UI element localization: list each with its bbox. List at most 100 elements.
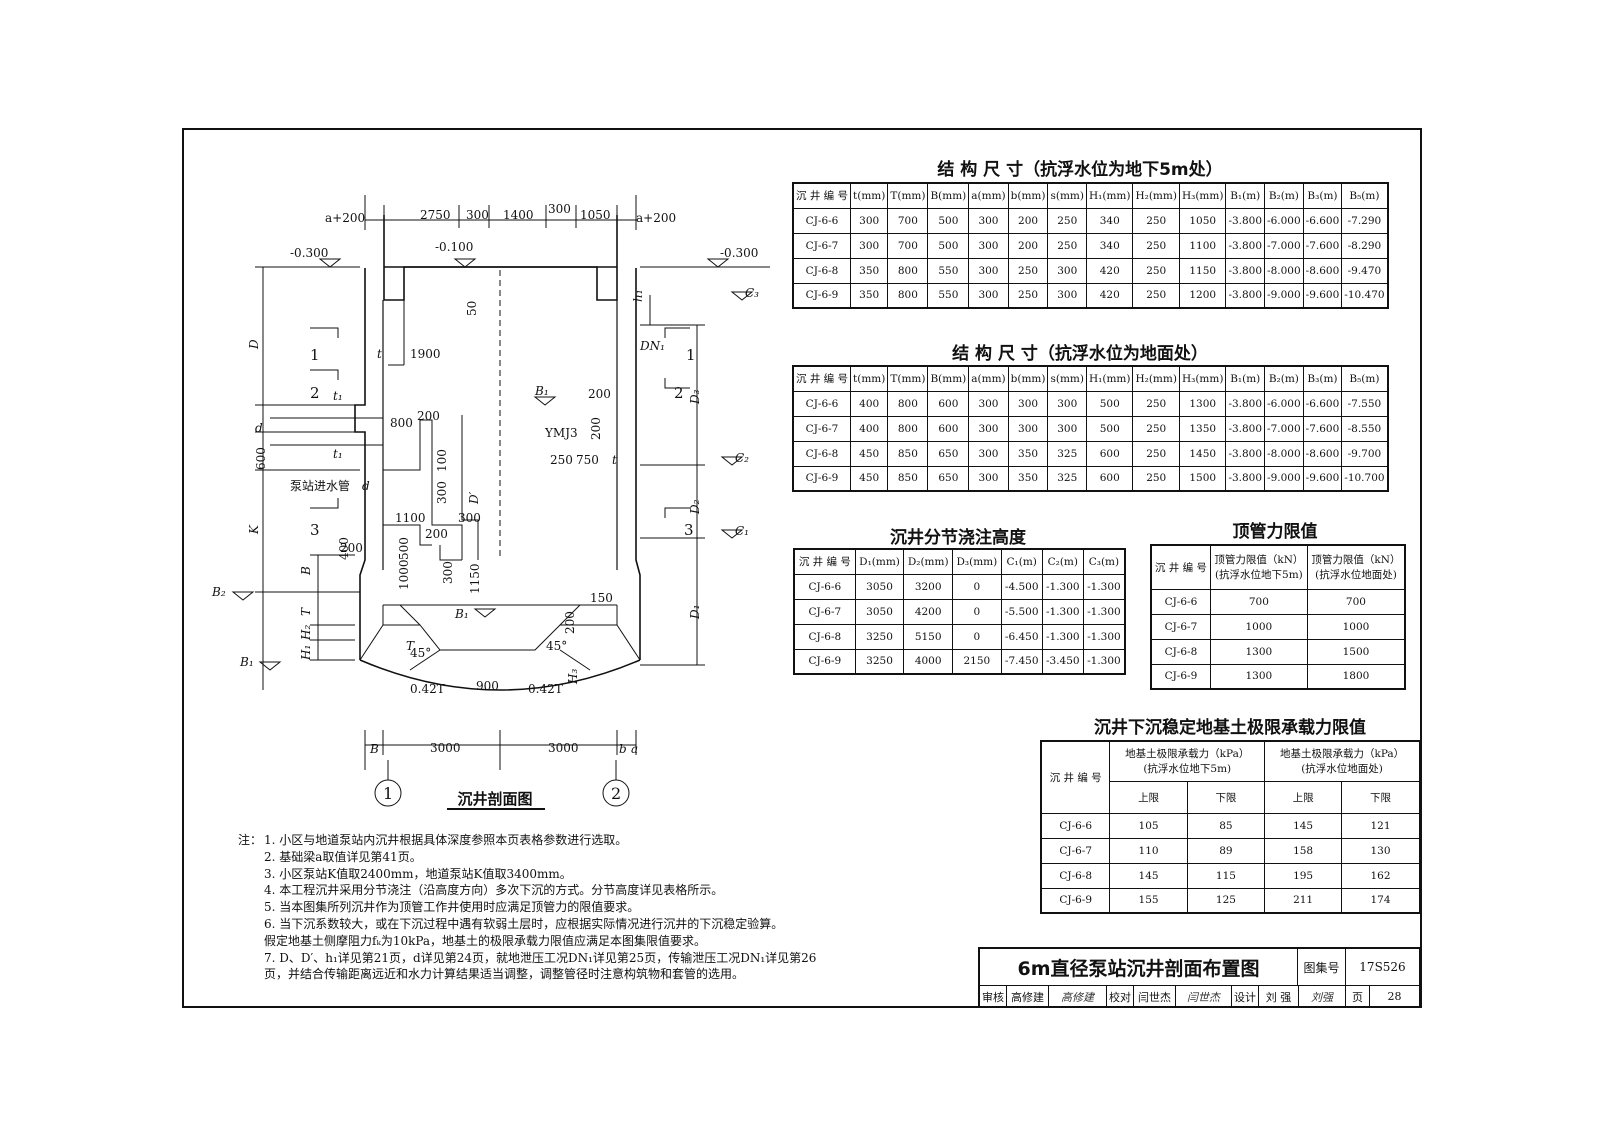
review-label: 审核	[980, 986, 1007, 1007]
table1-title: 结 构 尺 寸（抗浮水位为地下5m处）	[937, 160, 1223, 180]
table-cell: 3250	[854, 648, 905, 675]
table-cell: CJ-6-9	[1150, 663, 1211, 690]
table-cell: -3.800	[1225, 207, 1266, 234]
table-cell: -8.550	[1341, 415, 1389, 442]
level-left: -0.300	[290, 246, 328, 260]
inlet-label: 泵站进水管	[290, 478, 350, 493]
table-cell: 300	[968, 465, 1009, 492]
table-cell: -1.300	[1082, 648, 1126, 675]
table-cell: 145	[1264, 812, 1343, 839]
table-cell: CJ-6-9	[792, 282, 852, 309]
table-cell: CJ-6-9	[793, 648, 856, 675]
table-cell: 2150	[952, 648, 1002, 675]
t4-col-surface: 顶管力限值（kN）(抗浮水位地面处)	[1306, 544, 1406, 590]
note-item: 页，并结合传输距离远近和水力计算结果适当调整，调整管径时注意构筑物和套管的选用。	[264, 967, 745, 982]
table-cell: 85	[1186, 812, 1266, 839]
table-cell: 105	[1109, 812, 1188, 839]
table-cell: 300	[1007, 415, 1049, 442]
dim-200f: 200	[563, 611, 577, 634]
table-cell: 300	[1007, 390, 1049, 417]
table-header-cell: B₂(m)	[1264, 182, 1304, 209]
table-cell: 3200	[903, 573, 954, 600]
table-cell: 250	[1132, 415, 1180, 442]
sym-B-bottom: B	[369, 742, 379, 756]
table-cell: 700	[1209, 588, 1308, 615]
t4-col-id: 沉 井 编 号	[1150, 544, 1211, 590]
table-cell: 650	[927, 440, 970, 467]
sym-H2: H₂	[299, 625, 313, 641]
dim-200c: 200	[589, 417, 603, 440]
dim-600: 600	[254, 447, 268, 470]
table-cell: CJ-6-8	[1150, 638, 1211, 665]
table-cell: 145	[1109, 862, 1188, 889]
t5-group-surface: 地基土极限承载力（kPa）(抗浮水位地面处)	[1264, 740, 1421, 782]
table-cell: -9.000	[1264, 465, 1304, 492]
dim-1400: 1400	[503, 208, 534, 222]
table-cell: 550	[927, 282, 970, 309]
table-header-cell: B₁(m)	[1225, 182, 1266, 209]
table-cell: -4.500	[1000, 573, 1043, 600]
table-cell: -7.600	[1302, 415, 1343, 442]
dim-200b: 200	[588, 387, 611, 401]
table-cell: 850	[887, 465, 929, 492]
page-number: 28	[1370, 986, 1420, 1007]
table-cell: 1800	[1306, 663, 1406, 690]
table-header-cell: B₅(m)	[1341, 365, 1389, 392]
table4-title: 顶管力限值	[1232, 522, 1318, 542]
designer-name: 刘 强	[1259, 986, 1299, 1007]
table-cell: 4200	[903, 598, 954, 625]
table-cell: 300	[1047, 257, 1087, 284]
sym-d: d	[255, 421, 263, 435]
table-header-cell: B₁(m)	[1225, 365, 1266, 392]
dim-300b: 300	[548, 202, 571, 216]
table-cell: -9.000	[1264, 282, 1304, 309]
dim-300c: 300	[435, 481, 449, 504]
t5-sub: 下限	[1186, 780, 1266, 814]
design-label: 设计	[1232, 986, 1259, 1007]
sym-t2: t	[612, 453, 617, 467]
table-header-cell: a(mm)	[968, 365, 1009, 392]
cut-3-right: 3	[684, 521, 694, 539]
dim-500: 500	[397, 537, 411, 560]
table-cell: -7.290	[1341, 207, 1389, 234]
table-cell: -3.800	[1225, 232, 1266, 259]
dim-300d: 300	[458, 511, 481, 525]
table-header-cell: C₃(m)	[1082, 548, 1126, 575]
table-cell: 1450	[1178, 440, 1227, 467]
table-cell: 350	[1007, 465, 1049, 492]
table-cell: 300	[850, 207, 889, 234]
table-cell: CJ-6-6	[792, 390, 852, 417]
table-cell: 130	[1341, 837, 1421, 864]
sym-T2: T	[406, 639, 415, 653]
table-cell: 700	[887, 232, 929, 259]
table-cell: 850	[887, 440, 929, 467]
table-cell: 450	[850, 440, 889, 467]
table-cell: -9.600	[1302, 282, 1343, 309]
dim-900: 900	[476, 679, 499, 693]
notes-block: 注： 1. 小区与地道泵站内沉井根据具体深度参照本页表格参数进行选取。2. 基础…	[238, 832, 838, 983]
table-cell: -3.800	[1225, 257, 1266, 284]
sym-d2: d	[362, 479, 370, 493]
table-cell: CJ-6-6	[792, 207, 852, 234]
note-item: 5. 当本图集所列沉井作为顶管工作井使用时应满足顶管力的限值要求。	[264, 900, 640, 915]
table-header-cell: H₃(mm)	[1178, 365, 1227, 392]
table-header-cell: s(mm)	[1047, 182, 1087, 209]
table-cell: 325	[1047, 465, 1087, 492]
t5-sub: 下限	[1341, 780, 1421, 814]
table-cell: -1.300	[1041, 623, 1084, 650]
table-cell: -7.600	[1302, 232, 1343, 259]
t5-sub: 上限	[1109, 780, 1188, 814]
table-cell: -7.450	[1000, 648, 1043, 675]
table-cell: 300	[968, 232, 1009, 259]
table-cell: 1000	[1306, 613, 1406, 640]
dim-3000b: 3000	[548, 741, 579, 755]
table-cell: 800	[887, 415, 929, 442]
table-cell: 350	[850, 257, 889, 284]
table-cell: -8.600	[1302, 440, 1343, 467]
table-cell: 1300	[1209, 663, 1308, 690]
